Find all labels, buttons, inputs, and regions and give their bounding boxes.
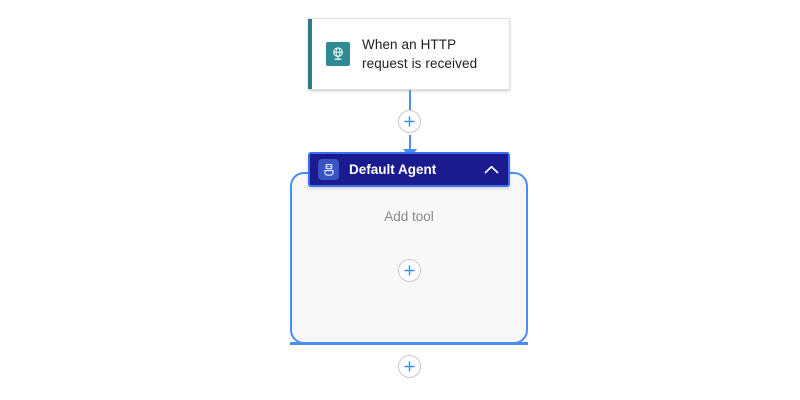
add-step-button-after-agent[interactable] (398, 355, 421, 378)
agent-node-header[interactable]: Default Agent (308, 152, 510, 187)
agent-node-title: Default Agent (349, 162, 437, 177)
http-globe-icon (326, 42, 350, 66)
agent-node-body (290, 172, 528, 344)
connector-line-trigger-to-agent-upper (409, 90, 411, 112)
trigger-accent-bar (308, 19, 312, 89)
trigger-node-http-request[interactable]: When an HTTP request is received (308, 18, 510, 90)
chevron-up-icon[interactable] (484, 165, 499, 174)
trigger-title-line-2: request is received (362, 56, 478, 71)
connector-line-trigger-to-agent-lower (409, 135, 411, 153)
add-tool-label: Add tool (384, 209, 434, 224)
trigger-title-line-1: When an HTTP (362, 37, 457, 52)
add-tool-button[interactable] (398, 259, 421, 282)
add-step-button-after-trigger[interactable] (398, 110, 421, 133)
agent-node-bottom-edge (290, 342, 528, 345)
robot-agent-icon (318, 159, 339, 180)
trigger-node-title: When an HTTP request is received (362, 35, 477, 73)
